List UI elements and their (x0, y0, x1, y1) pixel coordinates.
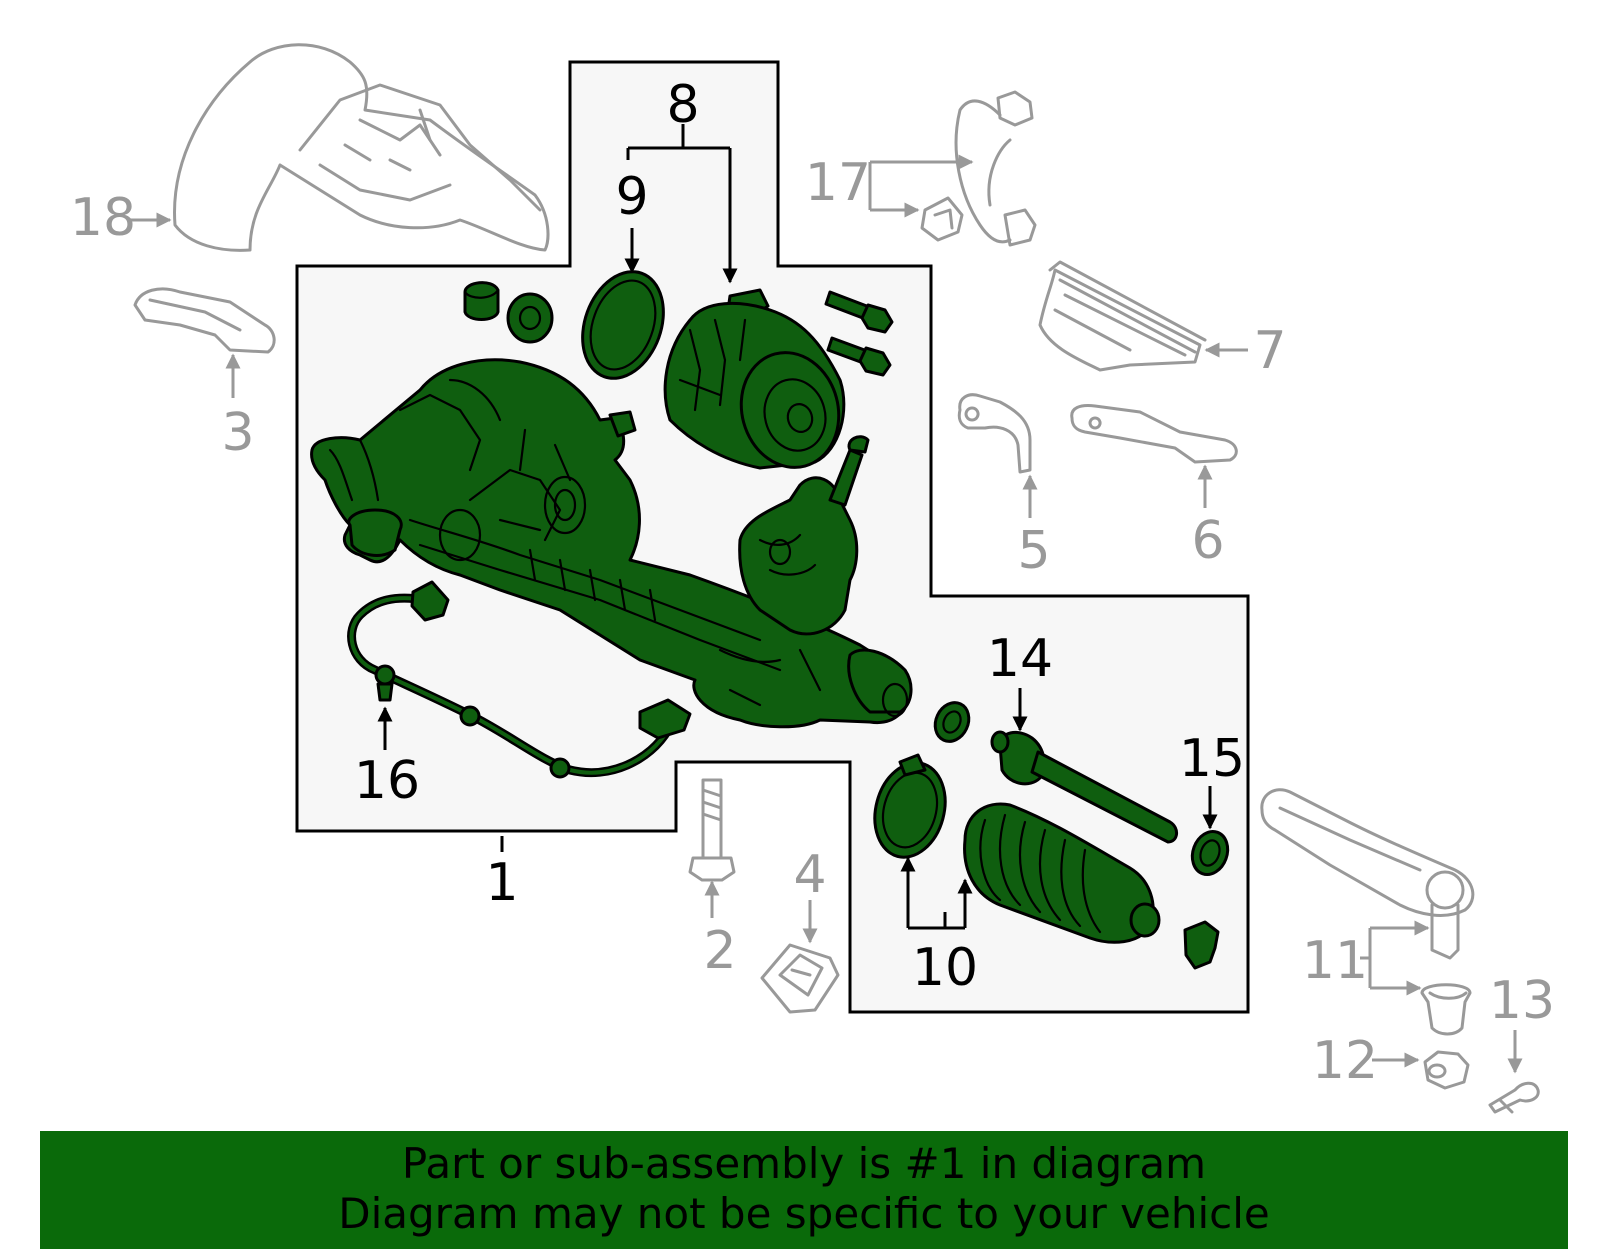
ghost-parts (133, 43, 1540, 1114)
motor-8 (663, 288, 846, 470)
info-banner: Part or sub-assembly is #1 in diagram Di… (40, 1131, 1568, 1249)
callout-4: 4 (793, 845, 826, 905)
callout-5: 5 (1017, 521, 1050, 581)
bolt-2 (688, 778, 736, 882)
bracket-3 (133, 287, 276, 354)
callout-14: 14 (987, 629, 1053, 689)
cover-7 (1038, 260, 1207, 372)
bracket-5 (957, 393, 1032, 474)
callout-12: 12 (1312, 1031, 1378, 1091)
banner-line-1: Part or sub-assembly is #1 in diagram (401, 1139, 1207, 1188)
seal-ring (933, 701, 971, 743)
clamp-15 (1190, 830, 1230, 876)
callout-17: 17 (805, 153, 871, 213)
rack-housing-1 (310, 358, 913, 729)
splash-shield-18 (173, 43, 550, 252)
insulator-4 (760, 943, 840, 1014)
callout-1: 1 (485, 853, 518, 913)
nut-12 (1423, 1050, 1470, 1090)
banner-line-2: Diagram may not be specific to your vehi… (338, 1189, 1270, 1238)
sleeve (463, 281, 500, 321)
callout-2: 2 (703, 921, 736, 981)
leader-lines (128, 124, 1523, 1074)
bracket-6 (1070, 404, 1238, 464)
callout-8: 8 (666, 75, 699, 135)
callout-9: 9 (615, 167, 648, 227)
callout-3: 3 (221, 403, 254, 463)
callout-7: 7 (1253, 321, 1286, 381)
clamp-lower (1183, 920, 1220, 970)
boot-10 (873, 753, 1161, 944)
bushing (506, 292, 554, 344)
callout-15: 15 (1179, 729, 1245, 789)
callout-10: 10 (912, 938, 978, 998)
callout-18: 18 (70, 188, 136, 248)
callout-13: 13 (1489, 971, 1555, 1031)
hose-17 (920, 90, 1037, 247)
bushing-11 (1420, 983, 1472, 1036)
callout-16: 16 (354, 751, 420, 811)
callout-6: 6 (1191, 511, 1224, 571)
callout-11: 11 (1302, 931, 1368, 991)
tie-rod-end-11 (1260, 788, 1475, 960)
cotter-pin-13 (1488, 1081, 1540, 1114)
inner-tie-rod-14 (990, 730, 1178, 844)
harness-16 (347, 580, 692, 779)
highlighted-parts (310, 270, 1230, 970)
bolts (824, 290, 894, 377)
callout-labels: 8 9 1 16 14 15 10 18 3 17 7 5 6 2 4 11 1… (70, 75, 1555, 1091)
